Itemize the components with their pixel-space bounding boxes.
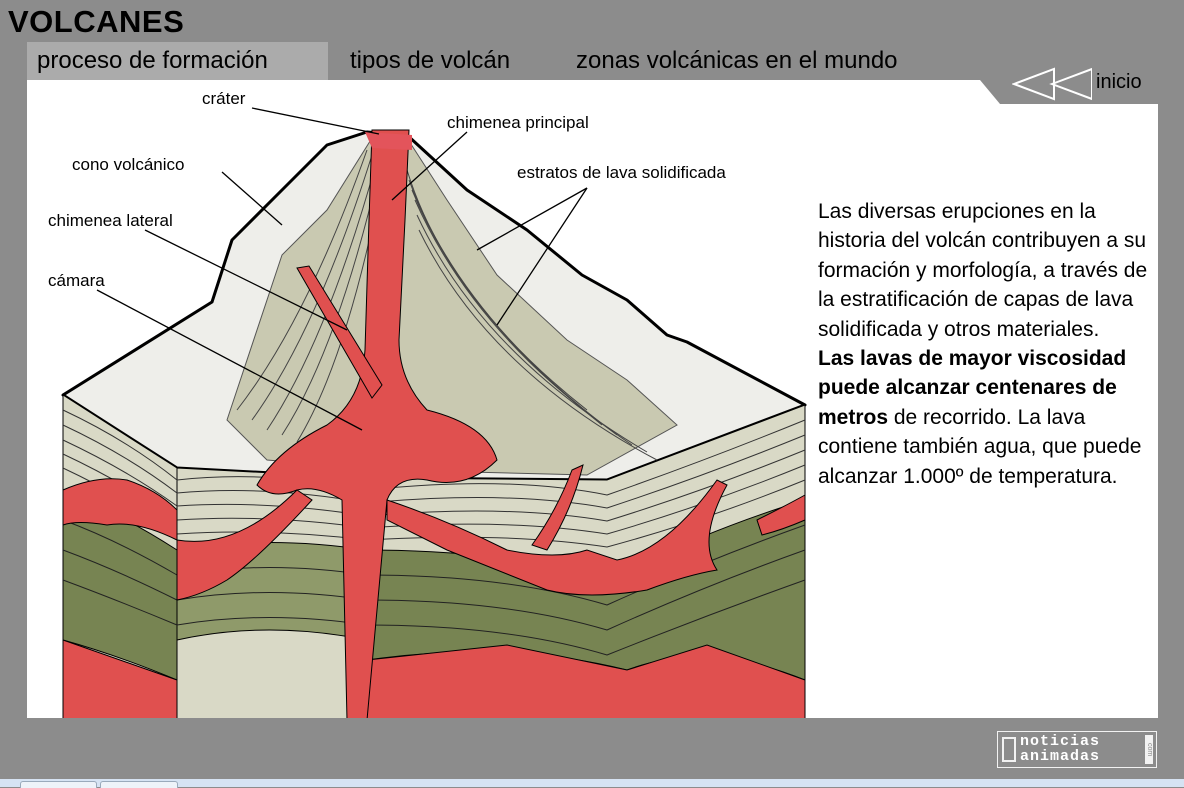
description-bold: Las lavas de mayor viscosidad puede alca…: [818, 347, 1127, 429]
tab-proceso-de-formacion[interactable]: proceso de formación: [27, 42, 328, 80]
leader-lines: [96, 107, 588, 431]
lava-dike-left: [176, 489, 313, 601]
tab-tipos-de-volcan[interactable]: tipos de volcán: [350, 47, 511, 74]
logo-suffix: com: [1145, 735, 1153, 764]
label-crater: cráter: [202, 89, 246, 108]
crater-lava: [365, 132, 412, 150]
page-title: VOLCANES: [8, 4, 185, 39]
logo-line1: noticias: [1020, 733, 1101, 750]
taskbar-button[interactable]: [20, 781, 97, 788]
volcano-diagram: cráter chimenea principal cono volcánico…: [48, 89, 807, 718]
lava-sill-right: [386, 479, 728, 596]
tab-zonas-volcanicas[interactable]: zonas volcánicas en el mundo: [576, 47, 898, 74]
cone-strata-lines: [236, 149, 658, 461]
label-chamber: cámara: [48, 271, 105, 290]
inicio-button[interactable]: [1012, 64, 1157, 104]
taskbar: [0, 779, 1184, 788]
magma-chamber: [256, 129, 498, 718]
double-chevron-left-icon: [1012, 67, 1092, 101]
lateral-vent: [296, 265, 383, 399]
description-intro: Las diversas erupciones en la historia d…: [818, 200, 1148, 341]
lava-base-right: [366, 644, 806, 718]
logo-mark-icon: [1002, 737, 1016, 762]
label-strata: estratos de lava solidificada: [517, 163, 726, 182]
lava-dike-right: [531, 464, 584, 551]
label-main-vent: chimenea principal: [447, 113, 589, 132]
inicio-label: inicio: [1096, 71, 1142, 93]
label-cone: cono volcánico: [72, 155, 184, 174]
taskbar-button[interactable]: [100, 781, 178, 788]
logo-line2: animadas: [1020, 748, 1101, 765]
description-rest: de recorrido. La lava contiene también a…: [818, 405, 1142, 488]
lava-base-left: [62, 639, 178, 718]
noticias-animadas-logo[interactable]: noticias animadas com: [997, 731, 1157, 768]
description-text: Las diversas erupciones en la historia d…: [818, 197, 1158, 491]
label-lateral-vent: chimenea lateral: [48, 211, 173, 230]
lava-sill-far-right: [756, 494, 806, 536]
